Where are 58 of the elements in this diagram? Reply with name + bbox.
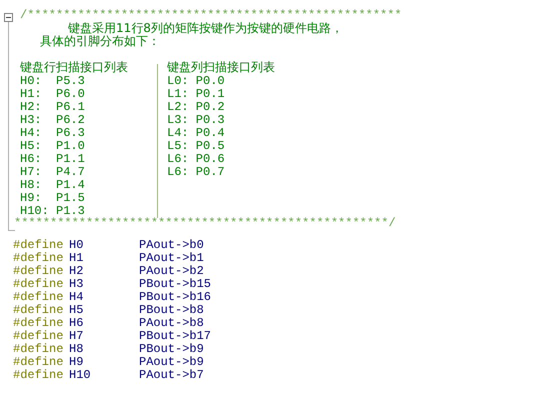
code-text: PAout->b2 xyxy=(139,265,204,278)
code-text: #define xyxy=(13,265,64,278)
code-text: H2: P6.1 xyxy=(20,101,85,114)
code-text: #define xyxy=(13,304,64,317)
code-text: H7: P4.7 xyxy=(20,166,85,179)
code-text: PAout->b0 xyxy=(139,239,204,252)
code-text: H4: P6.3 xyxy=(20,127,85,140)
code-text: L1: P0.1 xyxy=(167,88,225,101)
code-text: #define xyxy=(13,278,64,291)
code-text: H1 xyxy=(69,252,84,265)
code-text: #define xyxy=(13,330,64,343)
code-text: H8: P1.4 xyxy=(20,179,85,192)
code-text: H1: P6.0 xyxy=(20,88,85,101)
code-text: PAout->b1 xyxy=(139,252,204,265)
code-text: 键盘行扫描接口列表 xyxy=(20,61,128,74)
code-text: H0: P5.3 xyxy=(20,75,85,88)
code-text: 键盘采用11行8列的矩阵按键作为按键的硬件电路， xyxy=(68,22,343,35)
code-text: L2: P0.2 xyxy=(167,101,225,114)
code-text: L3: P0.3 xyxy=(167,114,225,127)
code-text: PAout->b7 xyxy=(139,369,204,382)
code-text: H7 xyxy=(69,330,84,343)
code-text: H6 xyxy=(69,317,84,330)
code-text: 键盘列扫描接口列表 xyxy=(167,61,275,74)
code-text: PBout->b17 xyxy=(139,330,212,343)
code-text: #define xyxy=(13,343,64,356)
code-text: H8 xyxy=(69,343,84,356)
code-text: L6: P0.6 xyxy=(167,153,225,166)
code-text: H3 xyxy=(69,278,84,291)
code-text: PBout->b9 xyxy=(139,343,204,356)
code-text: H0 xyxy=(69,239,84,252)
code-text: H3: P6.2 xyxy=(20,114,85,127)
code-text: H10: P1.3 xyxy=(20,205,85,218)
code-text: H10 xyxy=(69,369,91,382)
code-text: L6: P0.7 xyxy=(167,166,225,179)
code-text: #define xyxy=(13,369,64,382)
code-text: PBout->b15 xyxy=(139,278,212,291)
code-text: PAout->b9 xyxy=(139,356,204,369)
code-text: L4: P0.4 xyxy=(167,127,225,140)
code-text: PBout->b8 xyxy=(139,304,204,317)
comment-border: ****************************************************/ xyxy=(14,217,396,230)
code-text: H9 xyxy=(69,356,84,369)
code-text: #define xyxy=(13,356,64,369)
comment-border: /**************************************************** xyxy=(20,9,402,22)
code-text: H5: P1.0 xyxy=(20,140,85,153)
code-text: 具体的引脚分布如下： xyxy=(40,35,160,48)
code-text: PBout->b16 xyxy=(139,291,212,304)
code-text: L0: P0.0 xyxy=(167,75,225,88)
code-text: H9: P1.5 xyxy=(20,192,85,205)
code-text: H2 xyxy=(69,265,84,278)
code-text: #define xyxy=(13,239,64,252)
code-text: #define xyxy=(13,317,64,330)
code-text: #define xyxy=(13,291,64,304)
code-text: PAout->b8 xyxy=(139,317,204,330)
code-text: H5 xyxy=(69,304,84,317)
code-text: H4 xyxy=(69,291,84,304)
code-text: L5: P0.5 xyxy=(167,140,225,153)
code-text: #define xyxy=(13,252,64,265)
code-text: H6: P1.1 xyxy=(20,153,85,166)
